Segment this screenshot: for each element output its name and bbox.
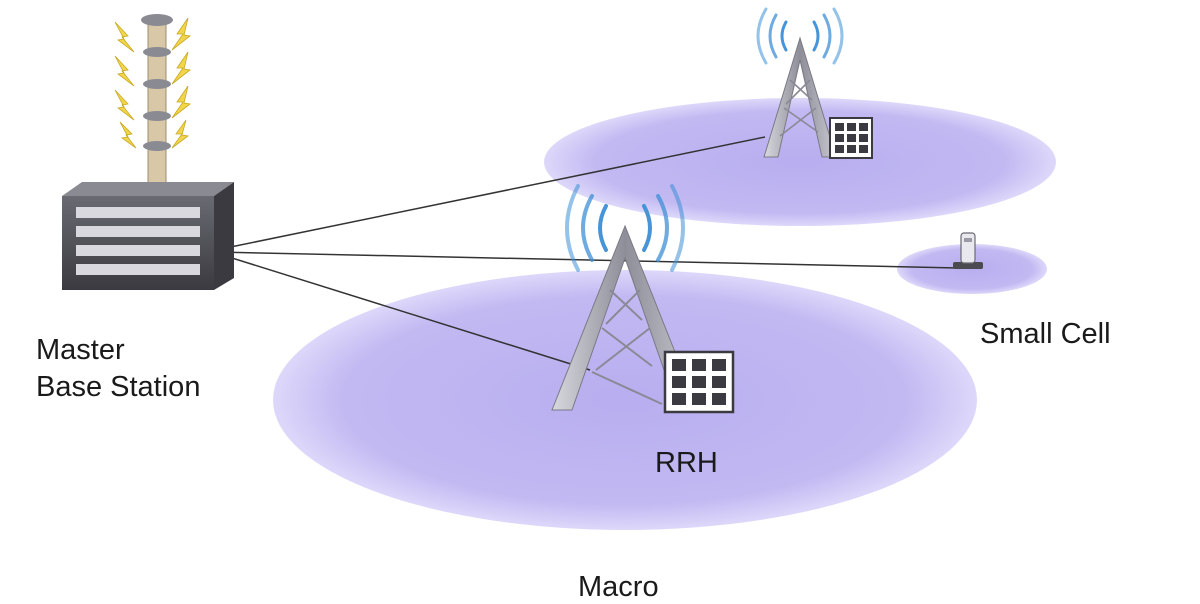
server-rack-icon (62, 182, 234, 290)
link-to-small-cell (215, 251, 959, 269)
upper-coverage-area (544, 98, 1056, 226)
building-icon (829, 117, 873, 159)
rrh-label: RRH (655, 447, 718, 479)
master-label-line-2: Base Station (36, 371, 201, 403)
small-cell-label: Small Cell (980, 318, 1111, 350)
upper-rrh-tower-icon (756, 7, 873, 159)
macro-coverage-area (273, 270, 977, 530)
lightning-icon (114, 17, 191, 149)
small-cell-device-icon (953, 232, 983, 269)
link-to-upper-rrh (215, 136, 766, 251)
building-icon (663, 350, 735, 414)
radio-waves-icon (756, 7, 844, 65)
macro-label: Macro (578, 571, 659, 603)
radio-waves-icon (565, 184, 685, 272)
macro-rrh-tower-icon (551, 184, 735, 414)
master-label-line-1: Master (36, 334, 125, 366)
master-base-station-icon (62, 14, 234, 290)
antenna-mast-icon (141, 14, 173, 184)
fronthaul-links (215, 136, 959, 371)
link-to-macro-rrh (215, 252, 591, 371)
